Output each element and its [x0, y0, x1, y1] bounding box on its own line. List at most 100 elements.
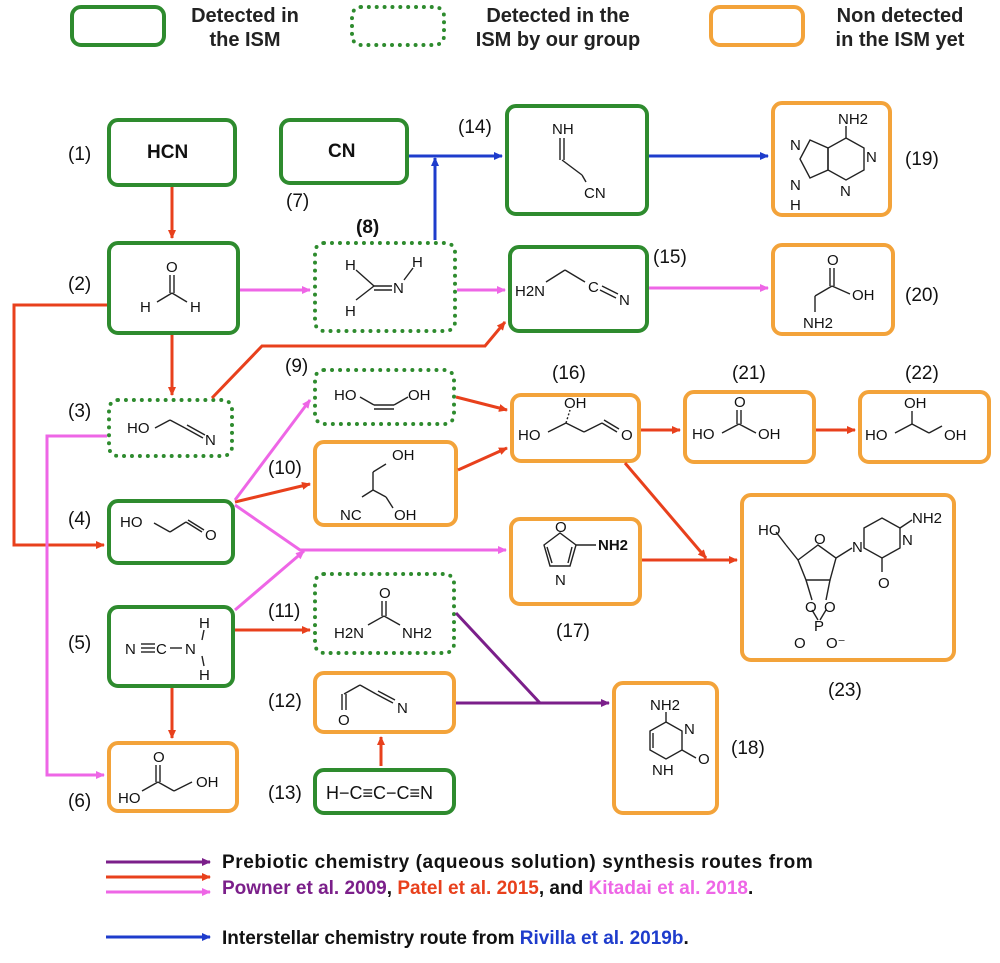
- label-9: (9): [285, 356, 309, 377]
- svg-text:O: O: [827, 252, 839, 269]
- pink-arrows: [45, 284, 769, 779]
- svg-text:H: H: [412, 254, 423, 271]
- structure-aminooxazole: O N NH2: [543, 519, 628, 589]
- structure-glycerol: HO OH OH: [865, 395, 967, 444]
- svg-text:HO: HO: [334, 387, 357, 404]
- svg-text:OH: OH: [196, 774, 219, 791]
- label-22: (22): [905, 363, 939, 384]
- svg-text:O: O: [555, 519, 567, 536]
- svg-text:HO: HO: [518, 427, 541, 444]
- svg-text:N: N: [790, 177, 801, 194]
- box-15-aminoacetonitrile: [508, 245, 649, 333]
- svg-text:NH: NH: [552, 121, 574, 138]
- label-1: (1): [68, 144, 92, 165]
- svg-text:HO: HO: [118, 790, 141, 807]
- label-19: (19): [905, 149, 939, 170]
- svg-text:O: O: [205, 527, 217, 544]
- svg-text:H: H: [190, 299, 201, 316]
- citation-powner: Powner et al. 2009: [222, 878, 387, 899]
- svg-text:N: N: [619, 292, 630, 309]
- label-4: (4): [68, 509, 92, 530]
- label-18: (18): [731, 738, 765, 759]
- box-12-cyanoacetaldehyde: [313, 671, 456, 734]
- svg-text:O: O: [814, 531, 826, 548]
- svg-text:O: O: [805, 599, 817, 616]
- citation-patel: Patel et al. 2015: [397, 878, 539, 899]
- box-19-adenine: [771, 101, 892, 217]
- svg-text:O: O: [379, 585, 391, 602]
- label-14: (14): [458, 117, 492, 138]
- svg-text:H: H: [345, 257, 356, 274]
- svg-text:HO: HO: [865, 427, 888, 444]
- box-20-glycine: [771, 243, 895, 336]
- structure-cyanoacetaldehyde: O N: [338, 684, 408, 729]
- label-21: (21): [732, 363, 766, 384]
- svg-text:HO: HO: [120, 514, 143, 531]
- structure-methanimine: H H N H: [345, 254, 423, 320]
- label-6: (6): [68, 791, 92, 812]
- box-18-cytosine: [612, 681, 719, 815]
- svg-text:HO: HO: [758, 522, 781, 539]
- svg-text:CN: CN: [584, 185, 606, 202]
- svg-text:OH: OH: [852, 287, 875, 304]
- footer-line1: Prebiotic chemistry (aqueous solution) s…: [222, 852, 814, 873]
- structure-cyanamide: N C N H H: [125, 615, 210, 684]
- svg-text:H: H: [140, 299, 151, 316]
- label-17: (17): [556, 621, 590, 642]
- svg-text:NH2: NH2: [838, 111, 868, 128]
- svg-text:N: N: [205, 432, 216, 449]
- svg-text:NH2: NH2: [803, 315, 833, 332]
- label-11: (11): [268, 601, 301, 622]
- label-3: (3): [68, 401, 92, 422]
- label-2: (2): [68, 274, 92, 295]
- structure-glyceraldehyde: HO OH O: [518, 395, 633, 444]
- label-12: (12): [268, 691, 302, 712]
- svg-text:OH: OH: [394, 507, 417, 524]
- red-arrows: [12, 187, 856, 766]
- svg-text:N: N: [397, 700, 408, 717]
- svg-text:N: N: [902, 532, 913, 549]
- svg-text:H: H: [345, 303, 356, 320]
- blue-arrows: [409, 152, 769, 240]
- svg-text:H2N: H2N: [334, 625, 364, 642]
- label-23: (23): [828, 680, 862, 701]
- box-3-glycolonitrile: [107, 398, 234, 458]
- cyanoacetylene-formula: H−C≡C−C≡N: [326, 783, 434, 803]
- svg-text:O: O: [621, 427, 633, 444]
- svg-text:NH2: NH2: [598, 537, 628, 554]
- box-23-cyclic-cytidine-phosphate: [740, 493, 956, 662]
- svg-text:HO: HO: [127, 420, 150, 437]
- svg-text:O: O: [794, 635, 806, 652]
- cn-formula: CN: [328, 141, 356, 162]
- svg-text:N: N: [555, 572, 566, 589]
- svg-text:O: O: [878, 575, 890, 592]
- svg-text:N: N: [790, 137, 801, 154]
- svg-text:O: O: [153, 749, 165, 766]
- svg-text:OH: OH: [758, 426, 781, 443]
- label-13: (13): [268, 783, 302, 804]
- structure-glycolic-acid: O HO OH: [118, 749, 219, 807]
- box-22-glycerol: [858, 390, 991, 464]
- svg-text:O: O: [338, 712, 350, 729]
- svg-text:O⁻: O⁻: [826, 635, 846, 652]
- structure-cytidine-phosphate: HO O N NH2 N O O O P O O⁻: [758, 510, 942, 652]
- box-21-dihydroxyacetone: [683, 390, 816, 464]
- structure-glyceronitrile: OH NC OH: [340, 447, 417, 524]
- footer-line2: Powner et al. 2009, Patel et al. 2015, a…: [222, 878, 754, 899]
- label-20: (20): [905, 285, 939, 306]
- box-5-cyanamide: [107, 605, 235, 688]
- box-9-ethenediol: [313, 368, 456, 426]
- label-8: (8): [356, 217, 380, 238]
- box-1-hcn: [107, 118, 237, 187]
- hcn-formula: HCN: [147, 142, 189, 163]
- box-7-cn: [279, 118, 409, 185]
- svg-text:HO: HO: [692, 426, 715, 443]
- box-14-c-cyanomethanimine: [505, 104, 649, 216]
- svg-text:H: H: [199, 667, 210, 684]
- svg-text:C: C: [588, 279, 599, 296]
- svg-text:NH2: NH2: [650, 697, 680, 714]
- svg-text:NH2: NH2: [402, 625, 432, 642]
- svg-text:P: P: [814, 618, 824, 635]
- svg-text:C: C: [156, 641, 167, 658]
